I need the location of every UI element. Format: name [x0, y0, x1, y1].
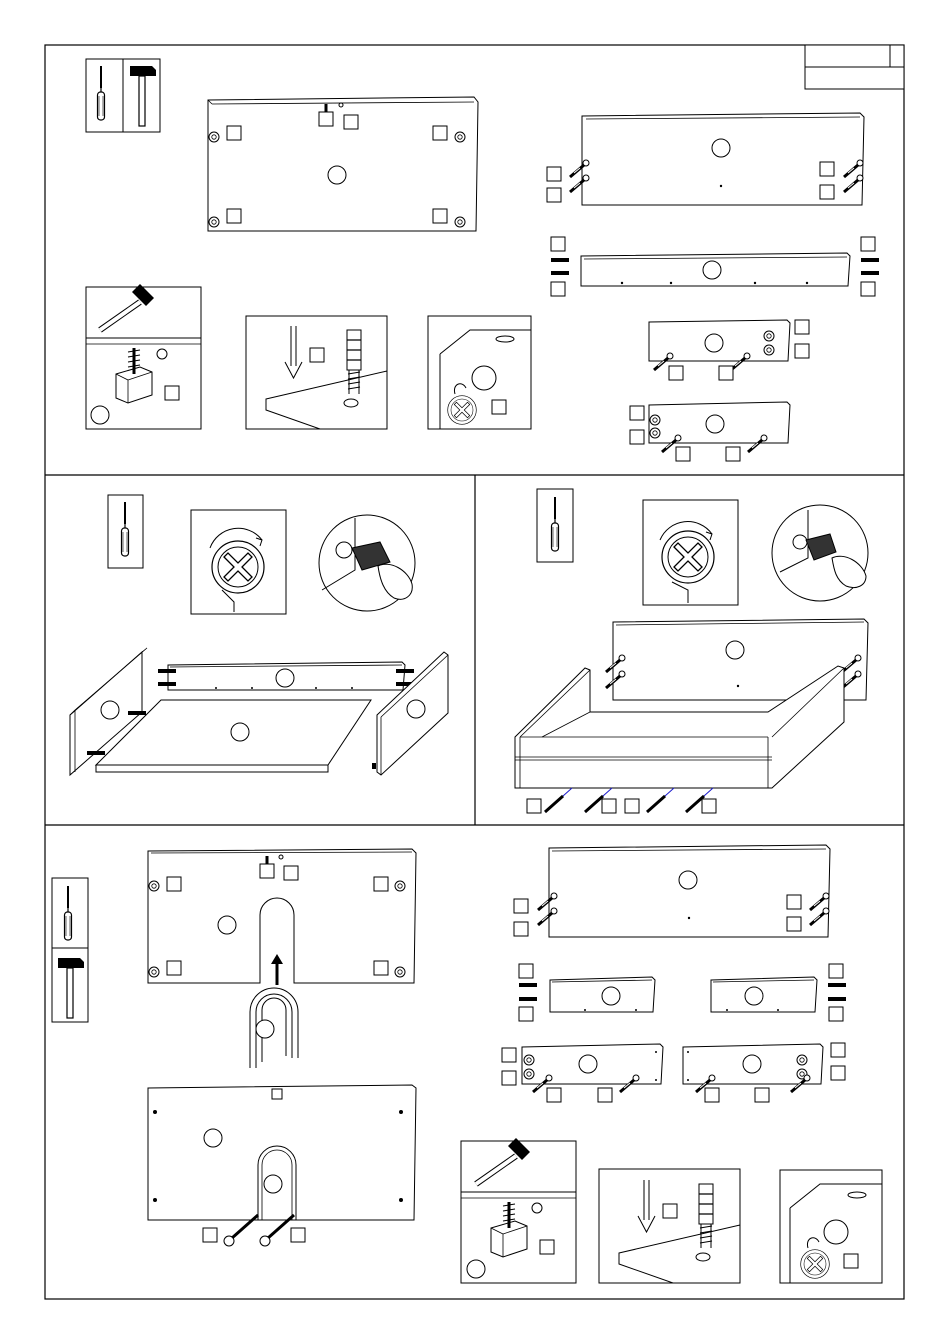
screws-3 — [527, 788, 716, 813]
panel-side-c — [502, 1044, 663, 1102]
tool-box — [537, 489, 573, 562]
tool-box — [108, 495, 143, 568]
rail-short-right — [711, 964, 846, 1021]
detail-hammer — [86, 284, 201, 429]
panel-back-4 — [514, 845, 830, 937]
tool-box — [86, 59, 160, 132]
step-4 — [52, 845, 882, 1283]
screwdriver-turn-icon — [319, 515, 415, 611]
detail-hammer-4 — [461, 1138, 576, 1283]
rail-2 — [158, 662, 414, 690]
tool-box — [52, 878, 88, 1022]
step-2 — [70, 495, 448, 775]
detail-insert — [246, 316, 387, 429]
header-box — [805, 45, 904, 89]
screwdriver-turn-icon — [772, 505, 868, 601]
cam-closeup — [191, 510, 286, 614]
panel-cutout-top — [148, 849, 416, 985]
step-3 — [515, 489, 868, 813]
detail-insert-4 — [599, 1169, 740, 1283]
panel-large — [208, 97, 478, 231]
panel-side-a — [649, 320, 809, 380]
detail-cam-4 — [780, 1170, 882, 1283]
panel-cutout-bottom — [148, 1085, 416, 1246]
panel-side-b — [630, 402, 790, 461]
panel-back — [547, 113, 864, 205]
rail-short-left — [519, 964, 655, 1021]
step-1 — [86, 59, 879, 461]
rail — [551, 237, 879, 296]
u-insert — [250, 988, 298, 1068]
detail-cam — [428, 316, 531, 429]
panel-side-d — [683, 1043, 845, 1102]
cam-closeup — [643, 500, 738, 605]
